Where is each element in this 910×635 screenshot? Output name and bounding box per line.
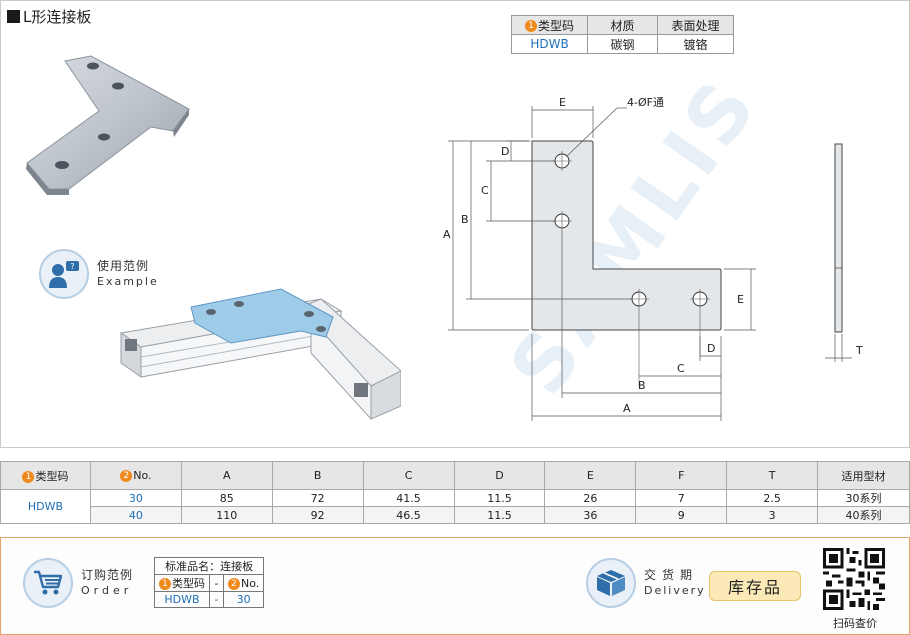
qr-code-icon[interactable] xyxy=(823,548,885,610)
spec-header-profile: 适用型材 xyxy=(817,461,910,490)
dim-label-b-bottom: B xyxy=(638,379,646,392)
spec-cell: 7 xyxy=(635,489,728,507)
dim-label-t: T xyxy=(855,344,863,357)
badge-2-icon: 2 xyxy=(228,577,240,590)
delivery-section: 交货期 Delivery xyxy=(586,558,706,608)
table-row: HDWB 30 85 72 41.5 11.5 26 7 2.5 30系列 xyxy=(0,489,910,524)
assembly-photo xyxy=(119,288,401,421)
spec-header-e: E xyxy=(544,461,637,490)
spec-header-a: A xyxy=(180,461,273,490)
order-label-cn: 订购范例 xyxy=(81,568,134,582)
delivery-label-cn: 交货期 xyxy=(644,568,699,582)
spec-cell: 40 xyxy=(89,506,182,524)
example-label-cn: 使用范例 xyxy=(97,259,150,273)
order-label-en: Order xyxy=(81,584,133,597)
example-section: ? 使用范例 Example xyxy=(39,249,159,299)
dim-label-d-bottom: D xyxy=(707,342,715,355)
order-separator: - xyxy=(209,591,224,608)
spec-cell: 30系列 xyxy=(817,489,910,507)
dim-label-e-right: E xyxy=(737,293,744,306)
material-cell-type: HDWB xyxy=(511,34,588,54)
material-header-surface: 表面处理 xyxy=(657,15,734,35)
dim-label-e-top: E xyxy=(559,96,566,109)
material-cell-surface: 镀铬 xyxy=(657,34,734,54)
material-header-material: 材质 xyxy=(587,15,658,35)
dim-label-a-bottom: A xyxy=(623,402,631,415)
spec-header-f: F xyxy=(635,461,728,490)
page-title-text: L形连接板 xyxy=(23,8,92,26)
technical-drawing: SAMLIS xyxy=(443,86,761,421)
material-cell-material: 碳钢 xyxy=(587,34,658,54)
side-view-drawing: T xyxy=(825,143,863,362)
shopping-cart-icon xyxy=(23,558,73,608)
spec-cell: 9 xyxy=(635,506,728,524)
order-separator: - xyxy=(209,574,224,592)
stock-status-badge: 库存品 xyxy=(709,571,801,601)
dim-label-b-left: B xyxy=(461,213,469,226)
title-square-icon xyxy=(7,10,20,23)
spec-cell: 30 xyxy=(89,489,182,507)
order-value-no: 30 xyxy=(222,591,265,608)
spec-header-d: D xyxy=(453,461,546,490)
spec-cell-model: HDWB xyxy=(0,489,91,524)
spec-cell: 40系列 xyxy=(817,506,910,524)
spec-header-b: B xyxy=(271,461,364,490)
spec-cell: 72 xyxy=(271,489,364,507)
table-row: 40 110 92 46.5 11.5 36 9 3 40系列 xyxy=(1,506,910,524)
spec-cell: 11.5 xyxy=(453,506,546,524)
spec-header-c: C xyxy=(362,461,455,490)
spec-cell: 46.5 xyxy=(362,506,455,524)
package-box-icon xyxy=(586,558,636,608)
badge-2-icon: 2 xyxy=(120,470,133,482)
svg-text:?: ? xyxy=(70,262,74,271)
spec-cell: 85 xyxy=(180,489,273,507)
spec-cell: 92 xyxy=(271,506,364,524)
dim-label-c-left: C xyxy=(481,184,489,197)
example-label-en: Example xyxy=(97,275,159,288)
order-value-type: HDWB xyxy=(154,591,210,608)
spec-cell: 41.5 xyxy=(362,489,455,507)
spec-header-t: T xyxy=(726,461,819,490)
spec-cell: 3 xyxy=(726,506,819,524)
hole-note: 4-ØF通 xyxy=(627,96,664,109)
delivery-label-en: Delivery xyxy=(644,584,706,597)
spec-cell: 110 xyxy=(180,506,273,524)
dim-label-c-bottom: C xyxy=(677,362,685,375)
order-table-title: 标准品名：连接板 xyxy=(153,557,265,575)
dim-label-d-left: D xyxy=(501,145,509,158)
badge-1-icon: 1 xyxy=(159,578,171,590)
spec-cell: 26 xyxy=(544,489,637,507)
dim-label-a-left: A xyxy=(443,228,451,241)
qr-label: 扫码查价 xyxy=(833,617,877,630)
order-section: 订购范例 Order xyxy=(23,558,133,608)
product-photo xyxy=(26,55,190,195)
badge-1-icon: 1 xyxy=(524,20,537,32)
presentation-icon: ? xyxy=(39,249,89,299)
page-title: L形连接板 xyxy=(7,6,91,27)
spec-cell: 36 xyxy=(544,506,637,524)
spec-cell: 11.5 xyxy=(453,489,546,507)
badge-1-icon: 1 xyxy=(22,470,35,483)
spec-cell: 2.5 xyxy=(726,489,819,507)
